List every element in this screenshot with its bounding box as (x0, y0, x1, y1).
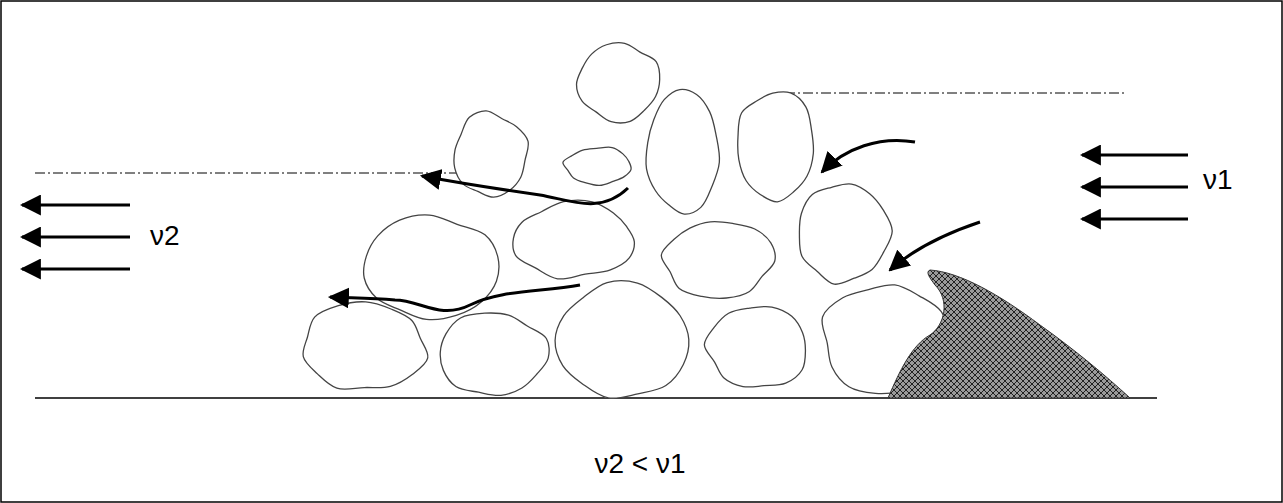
velocity-label: ν1 (1203, 166, 1233, 194)
sediment-deposit (888, 270, 1130, 398)
velocity-arrow (1082, 154, 1188, 157)
velocity-label: ν2 (150, 222, 180, 250)
rock (513, 200, 634, 279)
seepage-arrow (422, 176, 628, 204)
seepage-arrow (330, 285, 580, 311)
rock (646, 89, 720, 214)
inflow-arrow (890, 222, 980, 270)
inflow-arrow (822, 140, 915, 172)
rock (738, 92, 814, 202)
rock (303, 302, 428, 389)
rock (577, 43, 660, 123)
velocity-arrow (1082, 186, 1188, 189)
upstream-water-level (785, 93, 1125, 94)
flow-arrows (330, 140, 980, 310)
velocity-arrow (22, 204, 130, 207)
rock (563, 147, 631, 185)
downstream-water-level (35, 173, 470, 174)
velocity-arrow (22, 236, 130, 239)
velocity-arrow (22, 268, 130, 271)
rock-group (303, 43, 949, 399)
rock (364, 215, 499, 320)
rock (661, 222, 775, 299)
velocity-comparison: ν2 < ν1 (594, 450, 685, 478)
rock (704, 306, 805, 387)
velocity-arrows (22, 155, 1188, 269)
rock (440, 313, 549, 395)
rock (555, 281, 689, 399)
velocity-arrow (1082, 218, 1188, 221)
rock (799, 184, 892, 284)
